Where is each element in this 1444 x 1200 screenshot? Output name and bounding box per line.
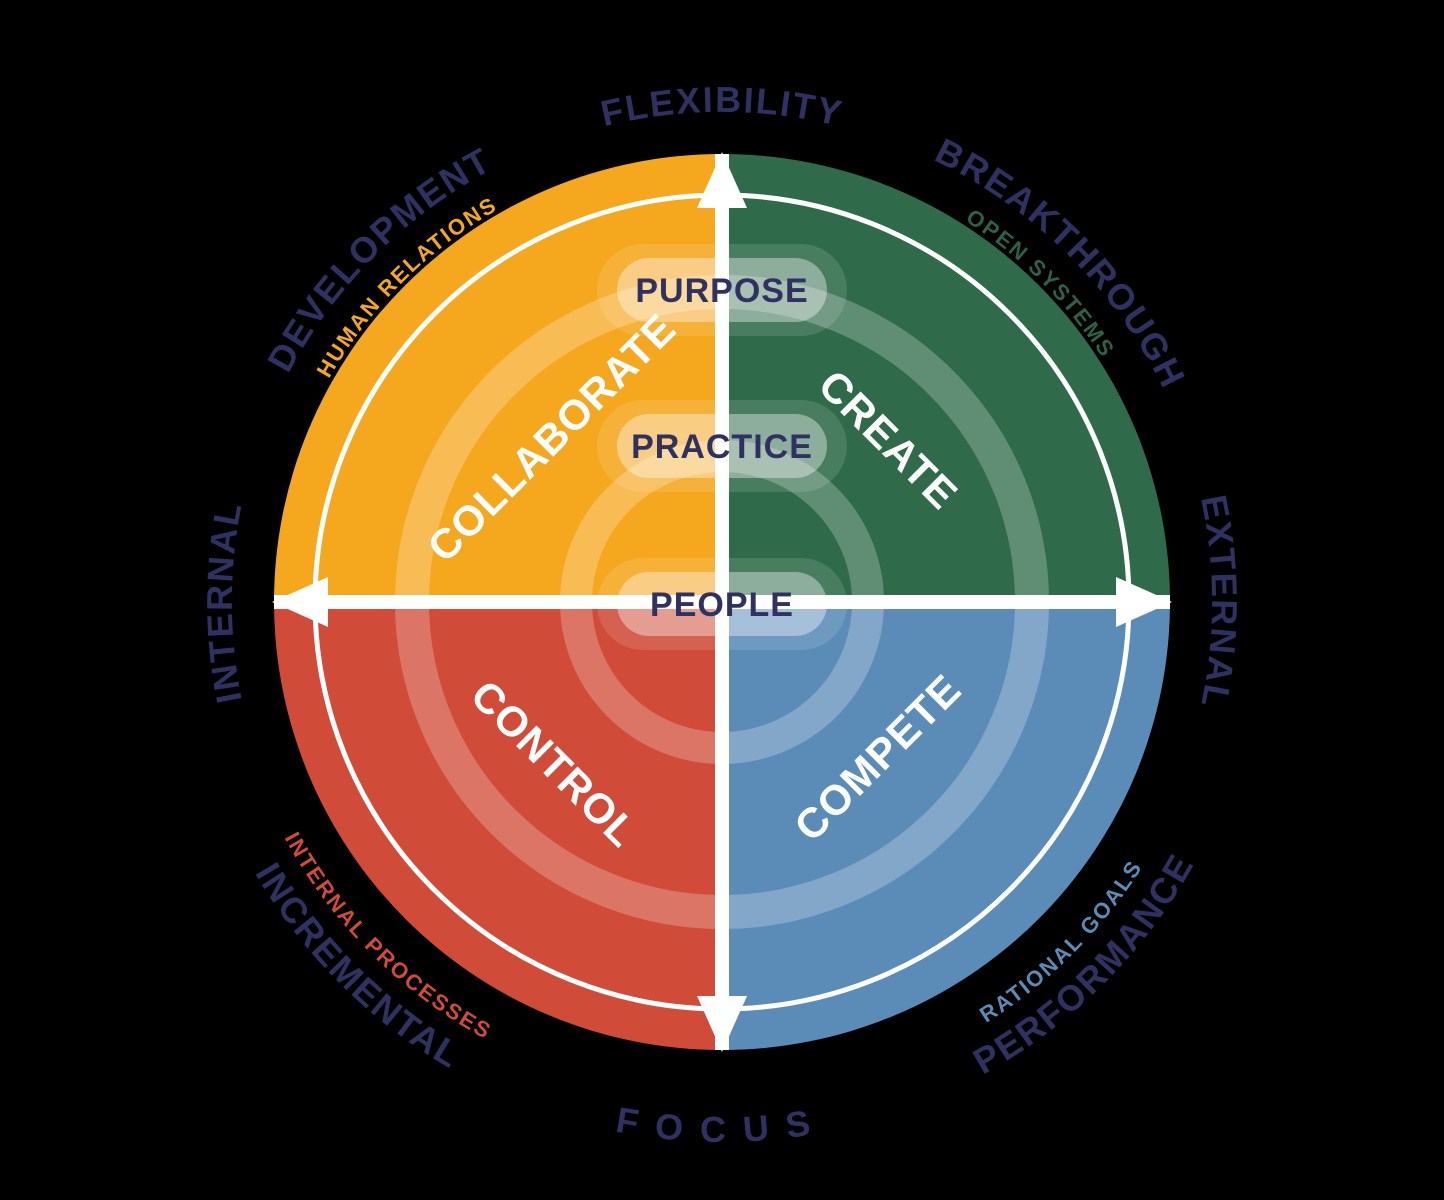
axis-label-external: EXTERNAL (1193, 492, 1243, 713)
arrow-down-icon (697, 996, 747, 1052)
svg-text:FOCUS: FOCUS (613, 1099, 830, 1150)
svg-text:EXTERNAL: EXTERNAL (1193, 492, 1245, 713)
people-label: PEOPLE (650, 586, 794, 624)
create-quadrant (722, 154, 1170, 602)
axis-cross (272, 152, 1172, 1052)
horizontal-axis-line (274, 595, 1170, 609)
compete-quadrant (722, 602, 1170, 1050)
control-quadrant (274, 602, 722, 1050)
axis-label-internal: INTERNAL (199, 498, 248, 707)
svg-text:FLEXIBILITY: FLEXIBILITY (597, 79, 847, 134)
arrow-left-icon (272, 577, 328, 627)
collaborate-quadrant (274, 154, 722, 602)
svg-text:INTERNAL: INTERNAL (199, 498, 250, 707)
purpose-label: PURPOSE (635, 272, 808, 310)
arrow-up-icon (697, 152, 747, 208)
practice-label: PRACTICE (631, 428, 813, 466)
quadrant-wedges (274, 154, 1170, 1050)
arrow-right-icon (1116, 577, 1172, 627)
axis-label-focus: FOCUS (613, 1099, 812, 1150)
axis-label-flexibility: FLEXIBILITY (597, 79, 845, 134)
